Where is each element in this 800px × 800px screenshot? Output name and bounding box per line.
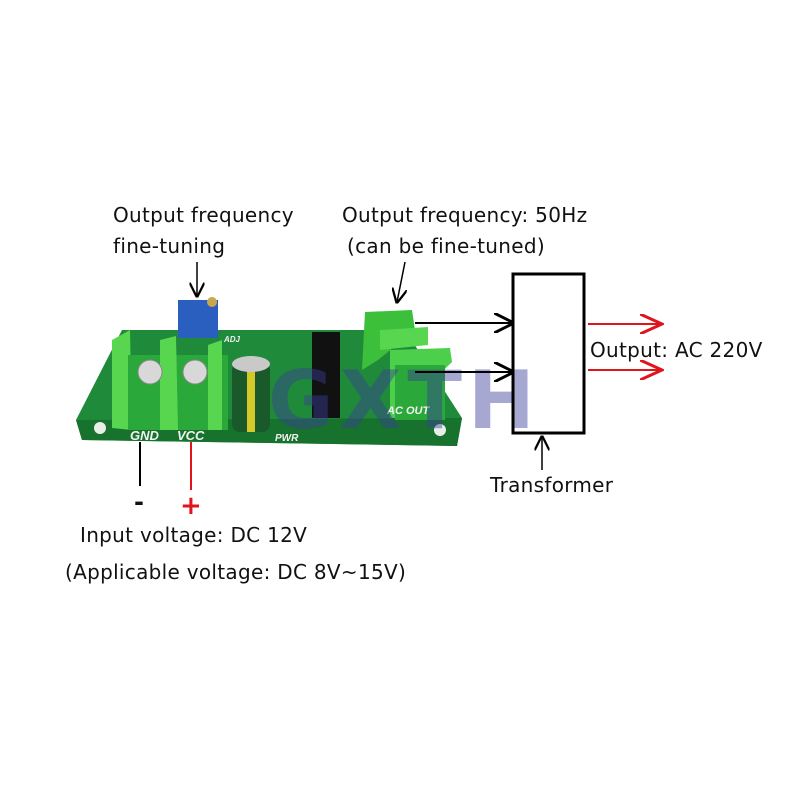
transformer-box [511, 272, 586, 435]
output-label: Output: AC 220V [590, 338, 763, 362]
input-terminal-block [112, 330, 228, 430]
plus-sign: + [180, 491, 203, 521]
silk-adj: ADJ [223, 335, 241, 344]
minus-sign: - [134, 488, 145, 516]
freq-label-line1: Output frequency: 50Hz [342, 203, 588, 227]
pot-label-line1: Output frequency [113, 203, 294, 227]
watermark: GXTH [268, 354, 541, 447]
pot-label-line2: fine-tuning [113, 234, 226, 258]
silk-gnd: GND [130, 428, 160, 443]
input-voltage-label: Input voltage: DC 12V [80, 523, 308, 547]
transformer-label: Transformer [490, 473, 614, 497]
freq-pointer-arrow [397, 261, 405, 302]
silk-ac-out: AC OUT [386, 405, 430, 417]
capacitor [232, 356, 270, 432]
applicable-voltage-label: (Applicable voltage: DC 8V~15V) [65, 560, 407, 584]
output-terminal-block [362, 310, 452, 420]
ic-chip [312, 332, 340, 418]
freq-label-line2: (can be fine-tuned) [347, 234, 545, 258]
silk-vcc: VCC [177, 428, 205, 443]
silk-pwr: PWR [275, 433, 299, 444]
